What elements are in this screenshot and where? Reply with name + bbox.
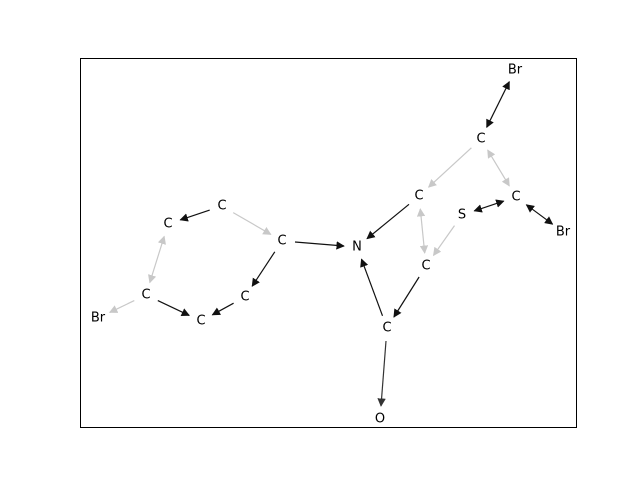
bond-arrow-br1-c1 xyxy=(486,80,510,129)
atom-label-c9: C xyxy=(196,314,205,329)
bond-arrow-s1-c4 xyxy=(433,225,455,257)
atom-label-c11: C xyxy=(163,217,172,232)
atom-label-c4: C xyxy=(421,259,430,274)
atom-label-c2: C xyxy=(511,190,520,205)
atom-label-c10: C xyxy=(141,288,150,303)
bond-arrow-c6-c7 xyxy=(251,251,276,287)
bond-arrow-c7-c9 xyxy=(211,302,234,316)
atom-label-br3: Br xyxy=(91,311,106,326)
atom-label-c5: C xyxy=(382,321,391,336)
bond-arrow-c4-c5 xyxy=(393,276,420,318)
atom-label-s1: S xyxy=(458,208,466,223)
atom-label-br1: Br xyxy=(508,63,523,78)
bond-arrow-c6-n1 xyxy=(294,241,345,250)
atom-label-c6: C xyxy=(277,234,286,249)
bond-arrow-c8-c11 xyxy=(179,209,210,222)
bond-arrow-c3-c4 xyxy=(416,208,429,254)
atom-label-br2: Br xyxy=(556,225,571,240)
bond-arrow-c10-c9 xyxy=(157,300,190,316)
bond-arrow-c11-c10 xyxy=(148,235,166,284)
atom-label-c3: C xyxy=(414,189,423,204)
bond-arrow-c10-br3 xyxy=(108,300,135,313)
atom-label-o1: O xyxy=(375,412,385,427)
atom-label-c8: C xyxy=(217,199,226,214)
bond-arrow-c1-c2 xyxy=(487,149,510,187)
bond-arrow-c1-c3 xyxy=(427,147,472,188)
plot-frame xyxy=(80,58,577,428)
bonds-layer xyxy=(108,80,554,407)
atom-label-n1: N xyxy=(352,240,362,255)
bond-arrow-c5-n1 xyxy=(360,258,384,317)
bond-arrow-c8-c6 xyxy=(232,212,272,235)
bond-arrow-c2-br2 xyxy=(525,204,554,225)
bond-arrow-c2-s1 xyxy=(473,199,505,213)
bond-arrow-c5-o1 xyxy=(377,340,387,407)
atom-label-c7: C xyxy=(240,290,249,305)
bond-arrow-c3-n1 xyxy=(366,203,410,240)
atom-label-c1: C xyxy=(476,132,485,147)
